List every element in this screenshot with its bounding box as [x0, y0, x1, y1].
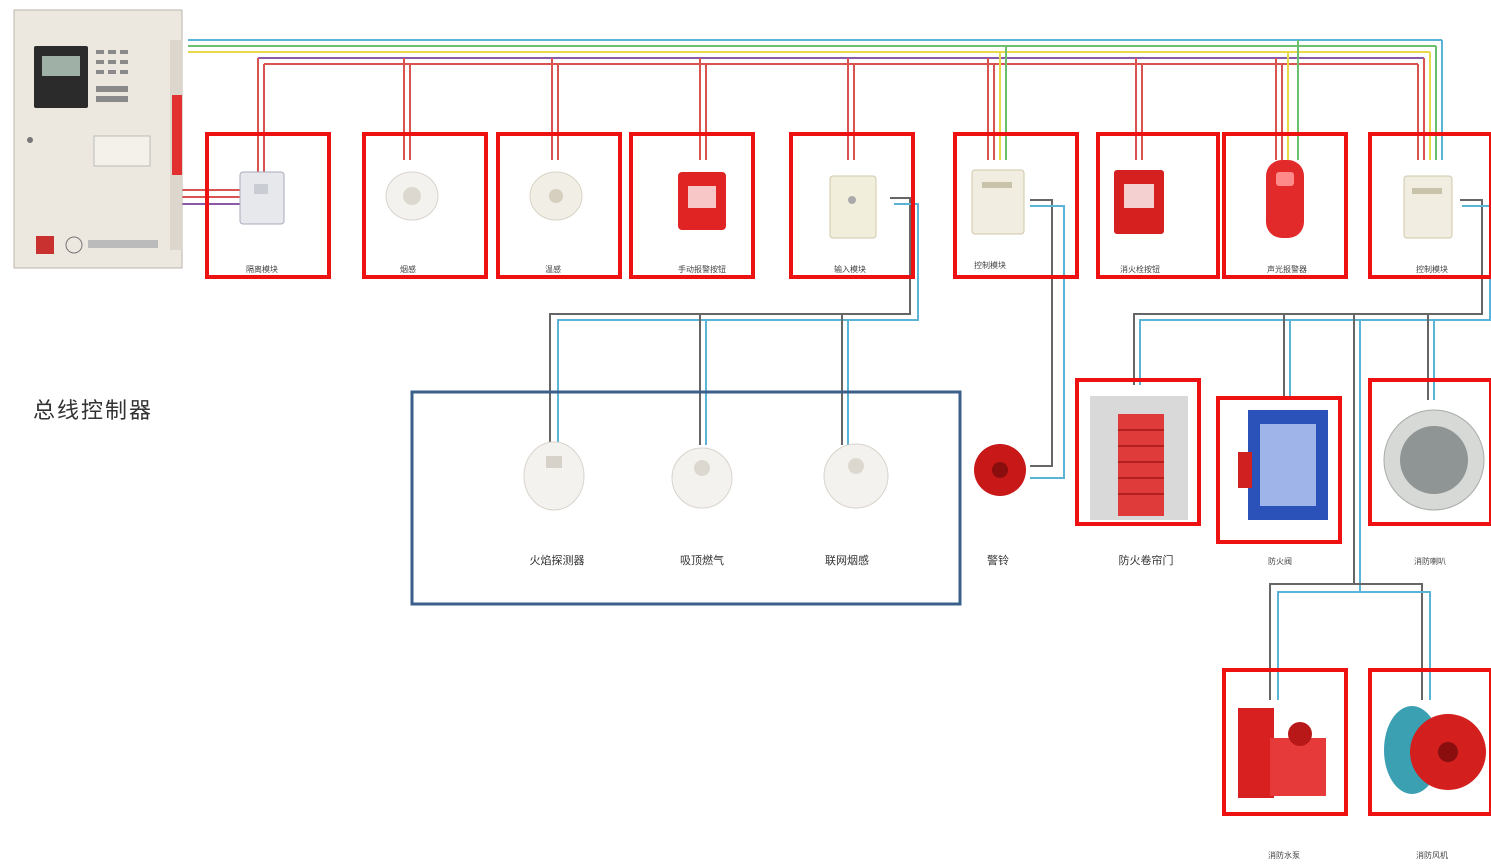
alarm-bell-icon	[974, 444, 1026, 496]
fire-speaker-icon	[1383, 409, 1485, 511]
label-flame-detector: 火焰探测器	[529, 554, 585, 567]
input-module-icon	[829, 175, 877, 239]
networked-devices-frame	[410, 390, 962, 606]
fire-water-pump-icon	[1238, 708, 1326, 798]
main-bus-wires	[178, 39, 1443, 205]
frame-fire-water-pump	[1222, 668, 1348, 816]
label-alarm-bell: 警铃	[987, 554, 1009, 567]
frame-input-module	[789, 132, 915, 279]
label-fire-fan: 消防风机	[1416, 851, 1448, 860]
flame-detector-icon	[523, 441, 585, 511]
label-control-module-right: 控制模块	[1416, 265, 1448, 274]
frame-hydrant-button	[1096, 132, 1220, 279]
label-isolation-module: 隔离模块	[246, 265, 278, 274]
label-sound-light-alarm: 声光报警器	[1267, 265, 1307, 274]
fire-shutter-door-icon	[1090, 396, 1188, 520]
frame-fire-damper	[1216, 396, 1342, 544]
heat-detector-icon	[529, 171, 583, 221]
bus-controller-cabinet	[13, 9, 183, 269]
fire-fan-icon	[1384, 706, 1486, 794]
frame-smoke-detector	[362, 132, 488, 279]
frame-sound-light-alarm	[1222, 132, 1348, 279]
label-smoke-detector: 烟感	[400, 265, 416, 274]
frame-manual-alarm-button	[629, 132, 755, 279]
frame-isolation-module	[205, 132, 331, 279]
frame-control-module-right	[1368, 132, 1491, 279]
hydrant-button-icon	[1114, 170, 1164, 234]
label-networked-smoke-detector: 联网烟感	[825, 554, 869, 567]
label-fire-shutter-door: 防火卷帘门	[1118, 554, 1174, 567]
bell-branch	[1030, 199, 1065, 479]
label-input-module: 输入模块	[834, 265, 866, 274]
label-ceiling-gas-detector: 吸顶燃气	[680, 554, 724, 567]
label-heat-detector: 温感	[545, 265, 561, 274]
smoke-detector-icon	[385, 171, 439, 221]
manual-alarm-button-icon	[678, 172, 726, 230]
label-fire-speaker: 消防喇叭	[1414, 557, 1446, 566]
control-module-icon	[971, 169, 1025, 235]
label-hydrant-button: 消火栓按钮	[1120, 265, 1160, 274]
label-manual-alarm-button: 手动报警按钮	[678, 265, 726, 274]
frame-fire-speaker	[1368, 378, 1491, 526]
device-highlight-frames	[205, 132, 1491, 816]
right-control-branch	[1133, 199, 1491, 700]
keypad-icon	[96, 50, 128, 102]
bus-controller-title: 总线控制器	[33, 399, 154, 424]
frame-fire-fan	[1368, 668, 1491, 816]
frame-fire-shutter-door	[1075, 378, 1201, 526]
label-fire-damper: 防火阀	[1268, 557, 1292, 566]
networked-smoke-detector-icon	[823, 443, 889, 509]
isolation-module-icon	[239, 171, 285, 225]
frame-heat-detector	[496, 132, 622, 279]
input-module-branch	[549, 197, 919, 445]
control-module-icon	[1403, 175, 1453, 239]
label-fire-water-pump: 消防水泵	[1268, 851, 1300, 860]
label-control-module: 控制模块	[974, 261, 1006, 270]
sound-light-alarm-icon	[1266, 160, 1304, 238]
frame-control-module	[953, 132, 1079, 279]
ceiling-gas-detector-icon	[671, 447, 733, 509]
fire-damper-icon	[1238, 410, 1328, 520]
